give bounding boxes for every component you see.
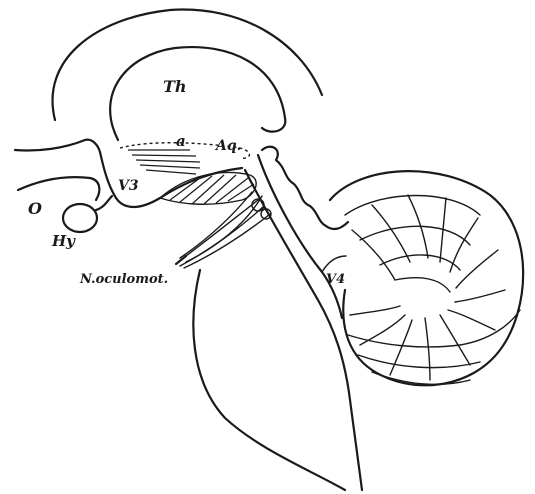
label-fourth-ventricle: V4 (326, 272, 345, 287)
fourth-ventricle-line (322, 256, 346, 272)
label-thalamus: Th (163, 77, 187, 96)
label-optic: O (28, 199, 42, 218)
label-aqueduct: Aq. (214, 138, 242, 154)
label-a: a (176, 132, 186, 150)
cerebellum (330, 171, 523, 385)
aqueduct-roof (262, 147, 348, 229)
label-hypophysis: Hy (51, 232, 76, 250)
label-oculomotor: N.oculomot. (79, 272, 168, 287)
anterior-wall (15, 140, 100, 152)
pons-outline (193, 270, 345, 490)
hypophysis (63, 204, 97, 232)
optic-region-outline (18, 177, 99, 200)
label-third-ventricle: V3 (118, 178, 139, 194)
thalamus-outline (110, 47, 285, 140)
infundibulum (96, 196, 112, 210)
aqueduct-wall (258, 155, 342, 318)
third-ventricle-hatching (128, 150, 200, 174)
